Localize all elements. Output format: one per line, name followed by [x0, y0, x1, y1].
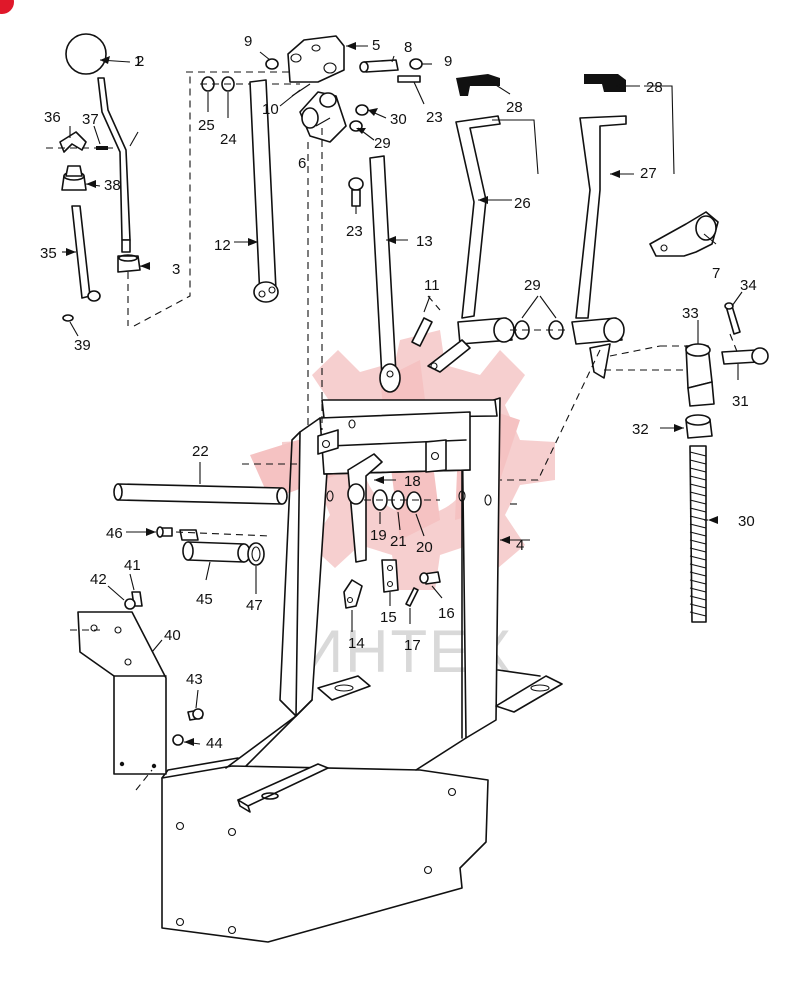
lever-nut: [117, 254, 141, 273]
washer-9-right: [409, 58, 423, 70]
mounting-bracket: [70, 611, 167, 791]
part-label: 18: [404, 473, 421, 490]
part-label: 31: [732, 393, 749, 410]
part-label: 30: [738, 513, 755, 530]
part-label: 39: [74, 337, 91, 354]
part-label: 40: [164, 627, 181, 644]
part-label: 37: [82, 111, 99, 128]
part-label: 29: [524, 277, 541, 294]
washer-42: [124, 598, 136, 610]
pivot-pin-11: [411, 317, 433, 347]
main-frame: [161, 397, 563, 943]
part-label: 29: [374, 135, 391, 152]
part-label: 22: [192, 443, 209, 460]
part-label: 36: [44, 109, 61, 126]
part-label: 12: [214, 237, 231, 254]
part-label: 28: [646, 79, 663, 96]
part-label: 25: [198, 117, 215, 134]
rocker-bracket-7: [649, 211, 719, 257]
part-label: 9: [244, 33, 252, 50]
cotter-pin-34: [724, 302, 741, 335]
washer-30: [355, 104, 369, 116]
part-label: 16: [438, 605, 455, 622]
part-label: 21: [390, 533, 407, 550]
part-label: 6: [298, 155, 306, 172]
rocker-arm: [299, 91, 347, 143]
retaining-ring: [62, 314, 74, 322]
bushing-20: [406, 491, 422, 513]
part-label: 15: [380, 609, 397, 626]
part-label: 14: [348, 635, 365, 652]
part-label: 23: [426, 109, 443, 126]
lever-knob-28-right: [584, 74, 626, 92]
part-label: 32: [632, 421, 649, 438]
part-label: 10: [262, 101, 279, 118]
part-label: 4: [516, 537, 524, 554]
cross-shaft-22: [113, 483, 288, 505]
retaining-clip: [59, 131, 87, 153]
part-label: 7: [712, 265, 720, 282]
cotter-pin-17: [405, 587, 419, 607]
lever-arm-27: [571, 115, 627, 379]
lever-18: [347, 453, 383, 563]
part-label: 24: [220, 131, 237, 148]
part-label: 46: [106, 525, 123, 542]
corner-badge: [0, 0, 14, 14]
hex-nut-32: [685, 414, 713, 439]
part-label: 23: [346, 223, 363, 240]
washer-44: [172, 734, 184, 746]
bolt-23-top: [397, 75, 421, 83]
part-label: 33: [682, 305, 699, 322]
clevis-pin-31: [721, 347, 769, 365]
arrowheads: [66, 42, 718, 746]
pivot-bushing: [61, 165, 87, 191]
part-label: 19: [370, 527, 387, 544]
part-label: 27: [640, 165, 657, 182]
roll-pin: [96, 146, 108, 150]
part-label: 1: [134, 53, 142, 70]
link-rod-12: [249, 79, 279, 303]
part-label: 13: [416, 233, 433, 250]
top-bracket: [287, 35, 345, 83]
part-label: 30: [390, 111, 407, 128]
link-rod-13: [369, 155, 401, 393]
part-label: 8: [404, 39, 412, 56]
pivot-pin: [71, 205, 101, 302]
part-label: 41: [124, 557, 141, 574]
bolt-43: [187, 708, 204, 721]
washer-9-left: [265, 58, 279, 70]
clevis-pin: [359, 59, 399, 73]
shift-lever: [65, 33, 131, 253]
part-label: 26: [514, 195, 531, 212]
part-label: 28: [506, 99, 523, 116]
pin-16: [419, 571, 441, 585]
part-label: 35: [40, 245, 57, 262]
link-plate-14: [343, 579, 363, 609]
part-label: 42: [90, 571, 107, 588]
part-label: 45: [196, 591, 213, 608]
clevis-33: [685, 343, 715, 407]
bolt-23-mid: [348, 177, 364, 207]
part-label: 34: [740, 277, 757, 294]
part-label: 17: [404, 637, 421, 654]
part-label: 2: [136, 53, 144, 70]
lever-knob-28-left: [456, 74, 500, 96]
part-label: 9: [444, 53, 452, 70]
lever-arm-26: [427, 115, 515, 373]
part-label: 5: [372, 37, 380, 54]
part-label: 44: [206, 735, 223, 752]
part-label: 20: [416, 539, 433, 556]
part-label: 47: [246, 597, 263, 614]
ring-47: [247, 542, 265, 566]
part-label: 43: [186, 671, 203, 688]
part-label: 3: [172, 261, 180, 278]
screw-46: [156, 526, 173, 538]
part-label: 38: [104, 177, 121, 194]
threaded-rod-30: [689, 445, 707, 623]
link-plate-15: [381, 559, 399, 593]
part-label: 11: [424, 277, 440, 294]
